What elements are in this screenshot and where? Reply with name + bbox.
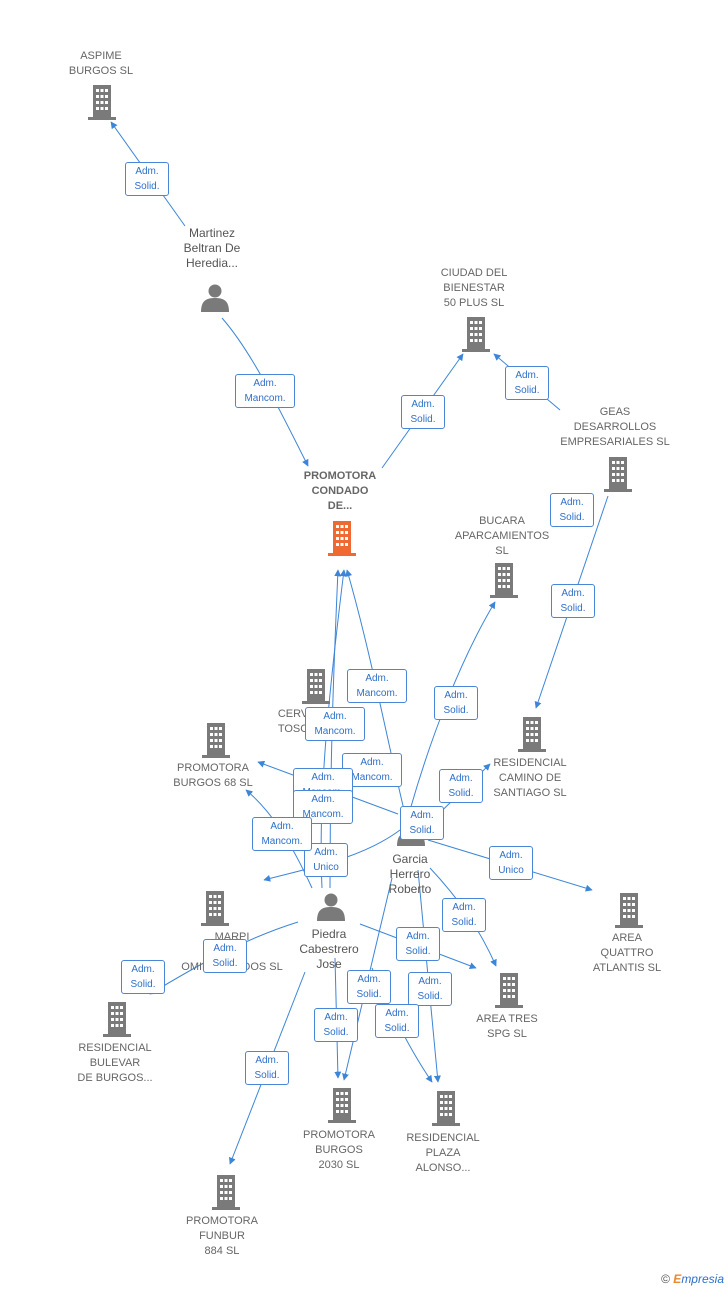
- edge-label[interactable]: Adm. Solid.: [551, 584, 595, 618]
- edge-label[interactable]: Adm. Solid.: [314, 1008, 358, 1042]
- edge-label[interactable]: Adm. Solid.: [505, 366, 549, 400]
- edge-label[interactable]: Adm. Solid.: [439, 769, 483, 803]
- edge-label[interactable]: Adm. Solid.: [245, 1051, 289, 1085]
- edge-label[interactable]: Adm. Solid.: [121, 960, 165, 994]
- node-label-promotora-funbur: PROMOTORA FUNBUR 884 SL: [186, 1215, 258, 1257]
- node-label-martinez: Martinez Beltran De Heredia...: [183, 226, 241, 270]
- node-bucara[interactable]: [490, 563, 518, 598]
- brand-name: mpresia: [681, 1272, 724, 1286]
- node-area-tres[interactable]: [495, 973, 523, 1008]
- node-promotora-68[interactable]: [202, 723, 230, 758]
- node-label-promotora-condado: PROMOTORA CONDADO DE...: [303, 470, 377, 512]
- edge-label[interactable]: Adm. Mancom.: [252, 817, 312, 851]
- edge-label[interactable]: Adm. Solid.: [401, 395, 445, 429]
- edge-label[interactable]: Adm. Solid.: [347, 970, 391, 1004]
- node-label-promotora-68: PROMOTORA BURGOS 68 SL: [173, 762, 253, 789]
- node-promotora-funbur[interactable]: [212, 1175, 240, 1210]
- node-label-promotora-2030: PROMOTORA BURGOS 2030 SL: [303, 1129, 375, 1171]
- node-label-residencial-plaza: RESIDENCIAL PLAZA ALONSO...: [406, 1132, 480, 1174]
- node-cervantes[interactable]: [302, 669, 330, 704]
- node-ciudad[interactable]: [462, 317, 490, 352]
- node-label-piedra: Piedra Cabestrero Jose: [299, 927, 359, 971]
- edge-label[interactable]: Adm. Solid.: [408, 972, 452, 1006]
- node-promotora-condado[interactable]: [328, 521, 356, 556]
- node-area-quattro[interactable]: [615, 893, 643, 928]
- node-label-ciudad: CIUDAD DEL BIENESTAR 50 PLUS SL: [440, 267, 508, 309]
- edge-label[interactable]: Adm. Solid.: [442, 898, 486, 932]
- edge-label[interactable]: Adm. Solid.: [434, 686, 478, 720]
- node-residencial-camino[interactable]: [518, 717, 546, 752]
- node-label-area-tres: AREA TRES SPG SL: [476, 1013, 538, 1040]
- node-label-geas: GEAS DESARROLLOS EMPRESARIALES SL: [560, 406, 670, 448]
- node-promotora-2030[interactable]: [328, 1088, 356, 1123]
- node-marpi[interactable]: [201, 891, 229, 926]
- edge-label[interactable]: Adm. Solid.: [125, 162, 169, 196]
- node-label-aspime: ASPIME BURGOS SL: [68, 50, 134, 77]
- edge-label[interactable]: Adm. Unico: [489, 846, 533, 880]
- edge-label[interactable]: Adm. Mancom.: [305, 707, 365, 741]
- node-label-area-quattro: AREA QUATTRO ATLANTIS SL: [592, 932, 662, 974]
- brand-initial: E: [673, 1272, 682, 1286]
- edge-label[interactable]: Adm. Mancom.: [347, 669, 407, 703]
- node-geas[interactable]: [604, 457, 632, 492]
- node-residencial-bulevar[interactable]: [103, 1002, 131, 1037]
- node-label-cervantes: CERV TOSC: [277, 708, 309, 735]
- node-aspime[interactable]: [88, 85, 116, 120]
- node-label-residencial-camino: RESIDENCIAL CAMINO DE SANTIAGO SL: [493, 757, 567, 799]
- empresia-brand[interactable]: © Empresia: [661, 1272, 724, 1286]
- edge-label[interactable]: Adm. Mancom.: [235, 374, 295, 408]
- node-label-garcia: Garcia Herrero Roberto: [388, 852, 432, 896]
- edge-label[interactable]: Adm. Solid.: [550, 493, 594, 527]
- edge-label[interactable]: Adm. Solid.: [375, 1004, 419, 1038]
- node-martinez[interactable]: [201, 284, 229, 313]
- node-piedra[interactable]: [317, 893, 345, 922]
- node-residencial-plaza[interactable]: [432, 1091, 460, 1126]
- edge-label[interactable]: Adm. Solid.: [203, 939, 247, 973]
- edge-label[interactable]: Adm. Solid.: [400, 806, 444, 840]
- node-label-bucara: BUCARA APARCAMIENTOS SL: [454, 515, 550, 557]
- copyright-icon: ©: [661, 1272, 670, 1286]
- node-label-residencial-bulevar: RESIDENCIAL BULEVAR DE BURGOS...: [77, 1042, 153, 1084]
- edge-label[interactable]: Adm. Solid.: [396, 927, 440, 961]
